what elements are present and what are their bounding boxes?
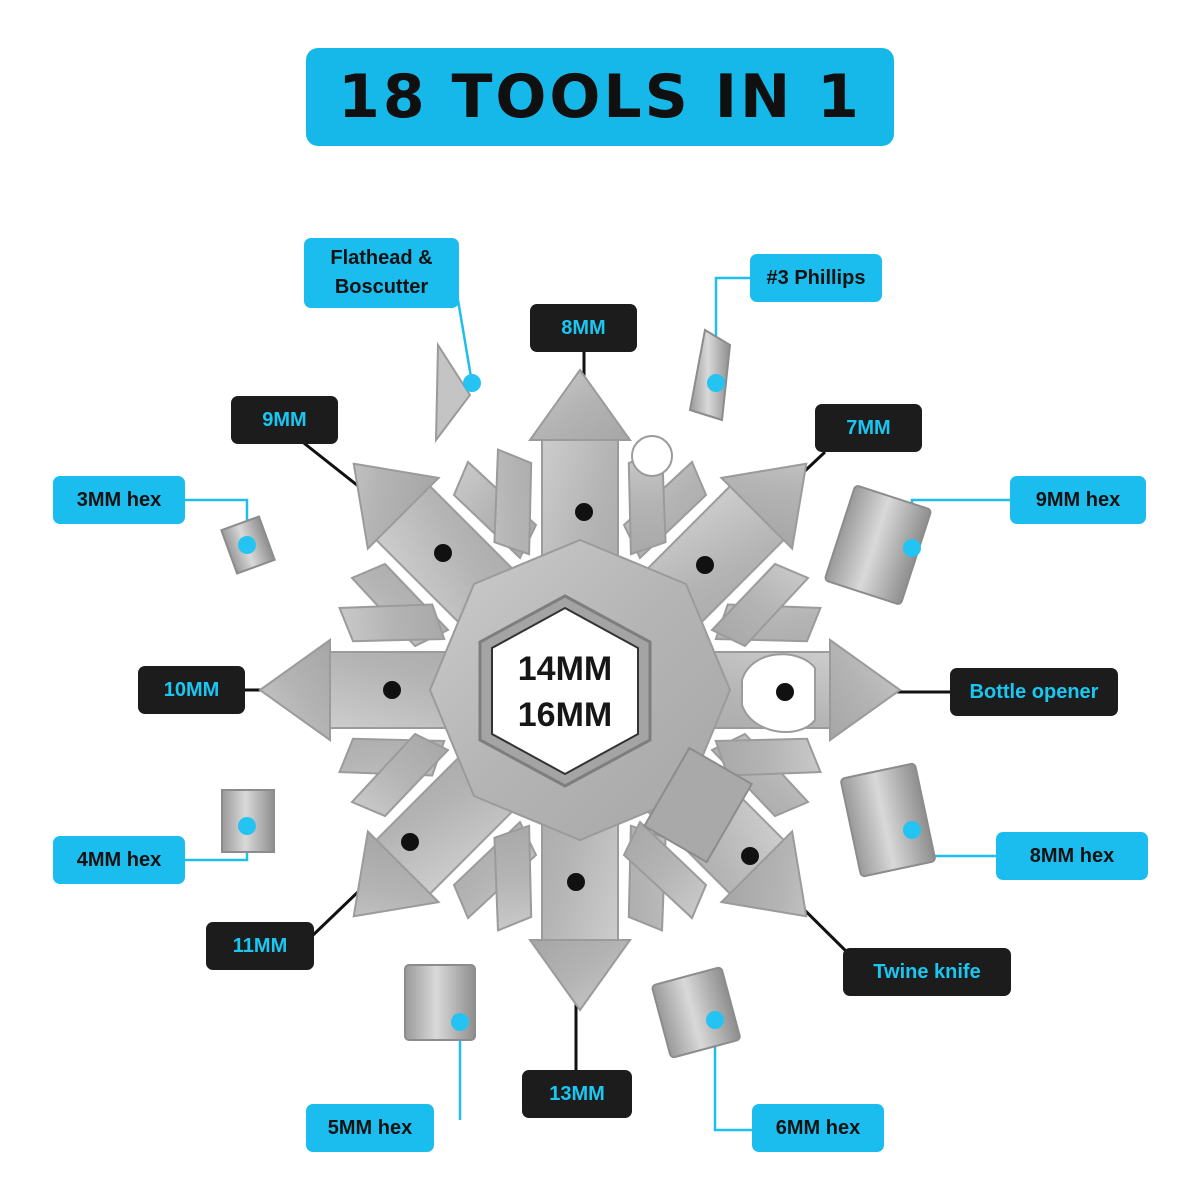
label-flathead-line2: Boscutter [334, 276, 429, 298]
center-size-14mm: 14MM [517, 650, 613, 688]
label-13mm: 13MM [522, 1070, 632, 1118]
label-4mm-hex: 4MM hex [53, 836, 185, 884]
label-twine-knife: Twine knife [843, 948, 1011, 996]
label-7mm: 7MM [815, 404, 922, 452]
label-9mm-hex: 9MM hex [1010, 476, 1146, 524]
label-11mm: 11MM [206, 922, 314, 970]
label-3mm-hex: 3MM hex [53, 476, 185, 524]
label-flathead-line1: Flathead & [330, 247, 433, 269]
label-10mm: 10MM [138, 666, 245, 714]
label-phillips: #3 Phillips [750, 254, 882, 302]
marker-dots-blue [238, 374, 921, 1031]
title-banner: 18 TOOLS IN 1 [306, 48, 894, 146]
label-bottle-opener: Bottle opener [950, 668, 1118, 716]
label-8mm: 8MM [530, 304, 637, 352]
label-9mm: 9MM [231, 396, 338, 444]
center-size-16mm: 16MM [517, 696, 613, 734]
label-5mm-hex: 5MM hex [306, 1104, 434, 1152]
label-flathead-boscutter: Flathead & Boscutter [304, 238, 459, 308]
label-6mm-hex: 6MM hex [752, 1104, 884, 1152]
label-8mm-hex: 8MM hex [996, 832, 1148, 880]
marker-dots [383, 503, 794, 891]
title-text: 18 TOOLS IN 1 [338, 62, 862, 132]
